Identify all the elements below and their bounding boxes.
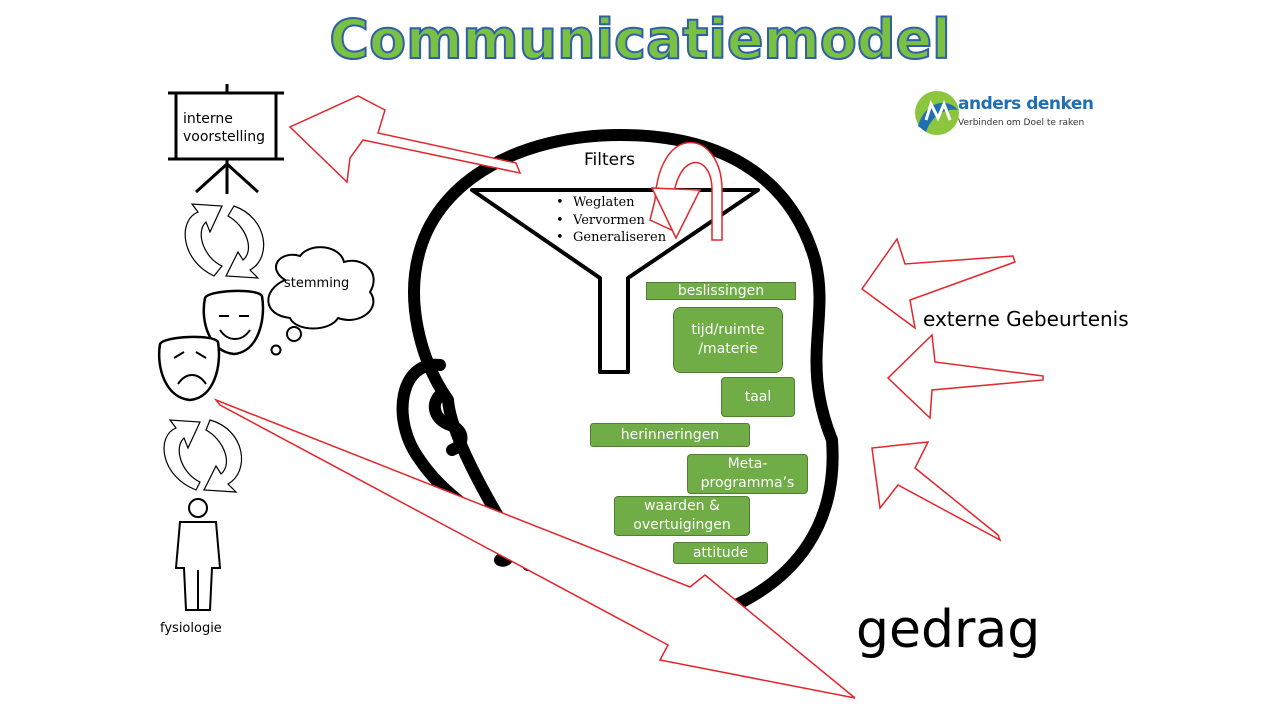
cycle-arrows-icon-upper <box>184 203 265 279</box>
logo: anders denken Verbinden om Doel te raken <box>914 90 1094 140</box>
arrow-to-interne-voorstelling <box>288 95 522 184</box>
filters-title: Filters <box>584 150 635 170</box>
logo-tagline: Verbinden om Doel te raken <box>958 118 1085 128</box>
box-meta-programmas: Meta- programma’s <box>687 454 808 494</box>
funnel-icon <box>470 188 760 374</box>
presentation-screen-icon <box>168 84 284 194</box>
box-waarden-overtuigingen: waarden & overtuigingen <box>614 496 750 536</box>
theatre-masks-icon <box>157 289 265 402</box>
box-tijd-line1: tijd/ruimte <box>691 322 765 338</box>
box-waarden-line1: waarden & <box>644 498 720 514</box>
filters-list: Weglaten Vervormen Generaliseren <box>556 194 666 247</box>
screen-label: interne voorstelling <box>183 110 265 146</box>
filter-item: Vervormen <box>556 212 666 230</box>
box-meta-line2: programma’s <box>700 475 795 491</box>
box-waarden-line2: overtuigingen <box>633 517 731 533</box>
box-attitude: attitude <box>673 542 768 564</box>
externe-gebeurtenis-label: externe Gebeurtenis <box>923 307 1129 331</box>
box-tijd-ruimte-materie: tijd/ruimte /materie <box>673 307 783 373</box>
filter-item: Generaliseren <box>556 229 666 247</box>
external-arrow-1 <box>860 237 1016 330</box>
box-tijd-line2: /materie <box>698 341 758 357</box>
stemming-label: stemming <box>284 276 350 291</box>
external-arrow-2 <box>886 333 1044 420</box>
page-title: Communicatiemodel <box>328 7 951 72</box>
ear-inner <box>428 389 468 456</box>
box-taal: taal <box>721 377 795 417</box>
person-icon <box>174 498 222 611</box>
box-beslissingen: beslissingen <box>646 282 796 300</box>
screen-label-line2: voorstelling <box>183 129 265 145</box>
box-meta-line1: Meta- <box>727 456 768 472</box>
screen-label-line1: interne <box>183 111 233 127</box>
external-arrow-3 <box>871 441 1002 542</box>
box-herinneringen: herinneringen <box>590 423 750 447</box>
filter-item: Weglaten <box>556 194 666 212</box>
arrow-to-gedrag <box>213 398 856 699</box>
gedrag-label: gedrag <box>856 600 1041 660</box>
anders-denken-logo-mark <box>915 91 959 135</box>
fysiologie-label: fysiologie <box>160 621 222 636</box>
cycle-arrows-icon-lower <box>163 419 242 493</box>
thought-cloud-icon <box>267 246 375 356</box>
logo-name: anders denken <box>958 94 1094 114</box>
